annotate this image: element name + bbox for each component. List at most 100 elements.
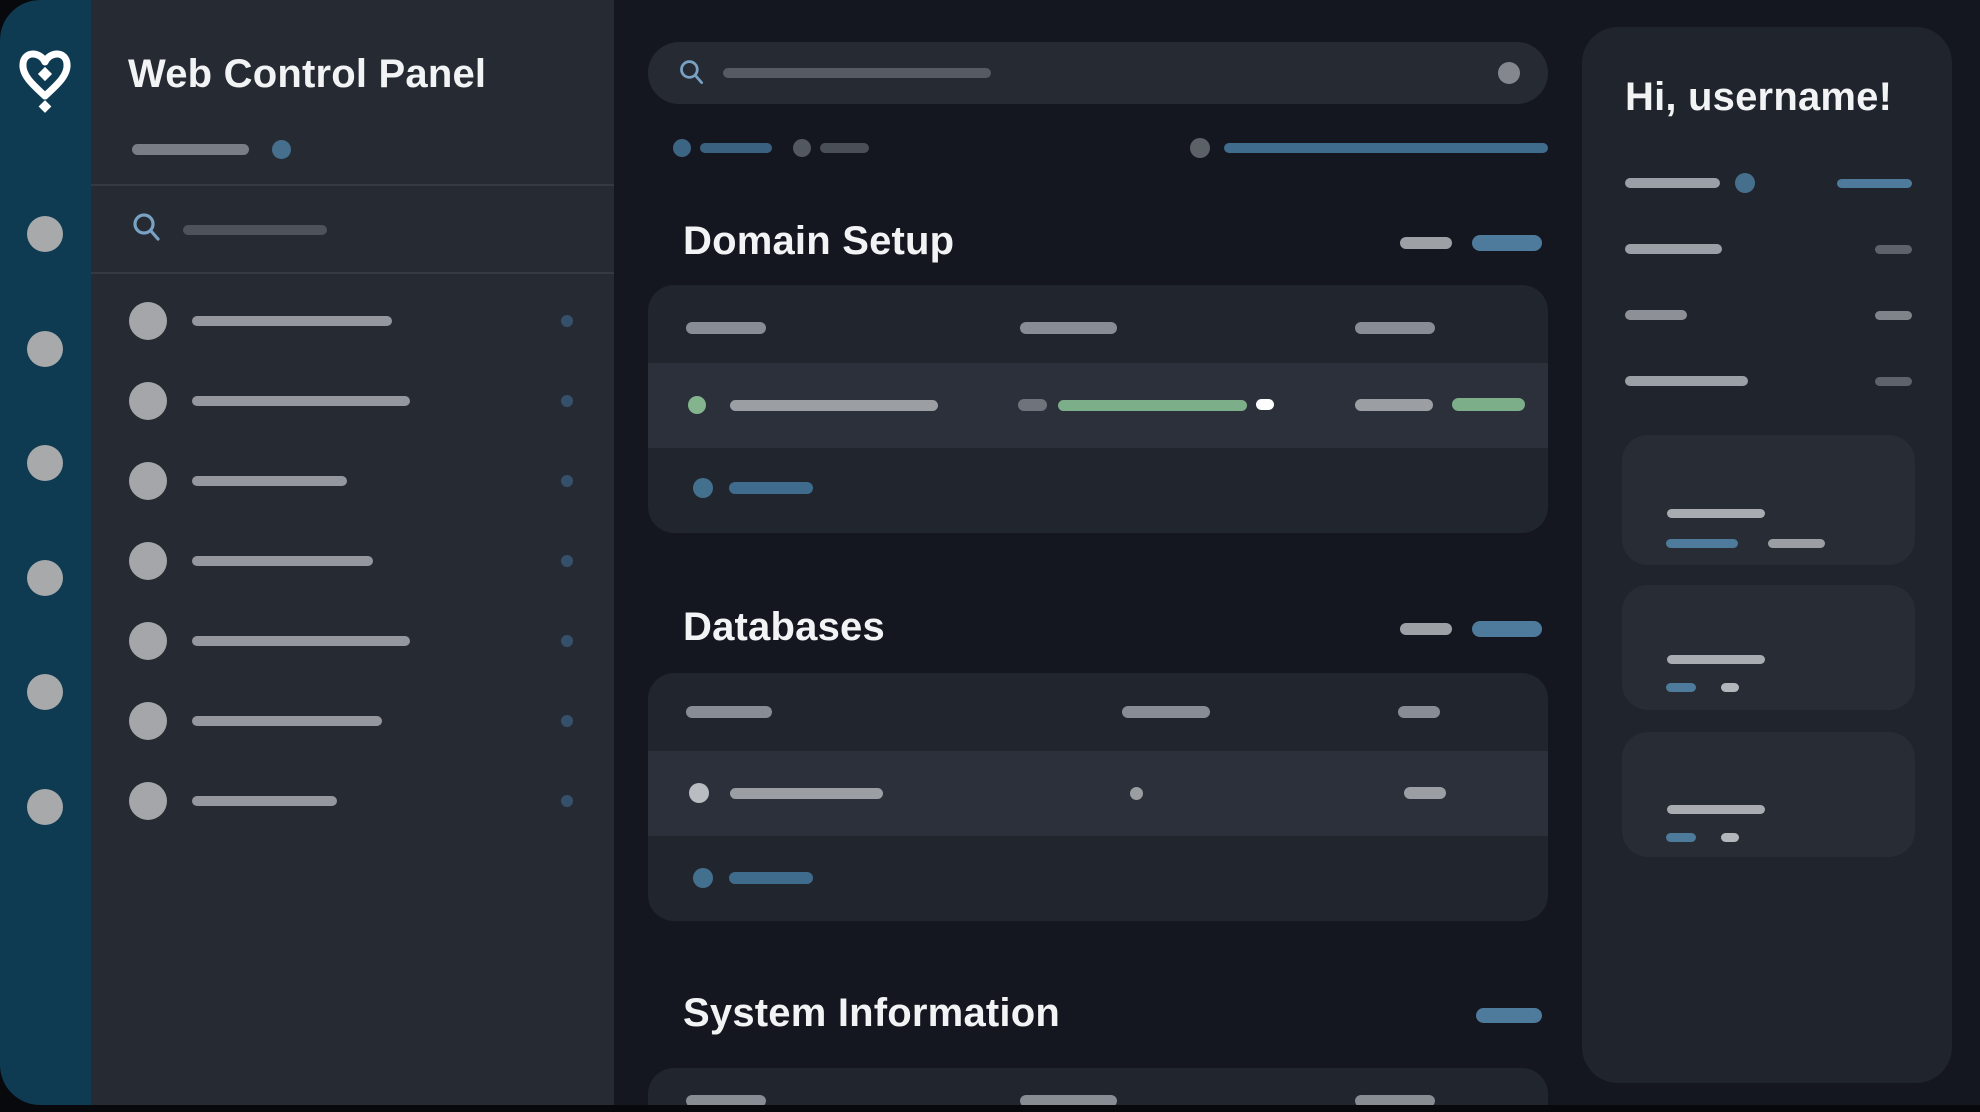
menu-item-status-dot [561,475,573,487]
sidebar-search-placeholder [183,225,327,235]
menu-item-icon [129,782,167,820]
add-domain-link[interactable] [648,448,1548,533]
rail-nav-item[interactable] [27,560,63,596]
databases-primary-button[interactable] [1472,621,1542,637]
sidebar-menu-item[interactable] [91,681,614,761]
sidebar-search[interactable] [131,212,431,248]
cell-placeholder [1404,787,1446,799]
table-row[interactable] [648,363,1548,448]
stat-card[interactable] [1622,732,1915,857]
cell-dot-placeholder [1130,787,1143,800]
info-label-placeholder [1625,310,1687,320]
stat-card[interactable] [1622,585,1915,710]
menu-item-label-placeholder [192,396,410,406]
menu-item-icon [129,302,167,340]
sidebar-menu-item[interactable] [91,361,614,441]
brand-logo-icon [17,46,73,116]
menu-item-status-dot [561,715,573,727]
breadcrumb-item[interactable] [820,143,869,153]
status-pill-green [1452,398,1525,411]
breadcrumb-item-icon[interactable] [793,139,811,157]
info-status-dot [1735,173,1755,193]
section-title-system-information: System Information [683,991,1060,1035]
databases-secondary-button[interactable] [1400,623,1452,635]
rail-nav-item[interactable] [27,445,63,481]
section-title-databases: Databases [683,605,885,649]
stat-link-placeholder[interactable] [1666,833,1696,842]
add-icon [693,478,713,498]
add-icon [693,868,713,888]
menu-item-icon [129,622,167,660]
info-label-placeholder [1625,376,1748,386]
rail-nav-item[interactable] [27,789,63,825]
menu-item-status-dot [561,395,573,407]
breadcrumb-item-icon[interactable] [673,139,691,157]
stat-value-placeholder [1768,539,1825,548]
user-panel: Hi, username! [1582,27,1952,1083]
sidebar-subtitle-placeholder [132,144,249,155]
menu-item-label-placeholder [192,316,392,326]
info-value-placeholder [1875,245,1912,254]
column-header-placeholder [1355,322,1435,334]
domain-setup-primary-button[interactable] [1472,235,1542,251]
sidebar: Web Control Panel [91,0,614,1105]
app-title: Web Control Panel [128,52,487,96]
column-header-placeholder [1122,706,1210,718]
column-header-placeholder [1398,706,1440,718]
domain-setup-secondary-button[interactable] [1400,237,1452,249]
menu-item-status-dot [561,555,573,567]
cell-placeholder [1355,399,1433,411]
sidebar-status-dot [272,140,291,159]
search-icon [680,60,704,85]
table-row[interactable] [648,751,1548,836]
menu-item-icon [129,462,167,500]
menu-item-icon [129,702,167,740]
sidebar-menu-item[interactable] [91,521,614,601]
menu-item-status-dot [561,635,573,647]
search-icon [133,213,160,241]
stat-card[interactable] [1622,435,1915,565]
add-database-link[interactable] [648,836,1548,921]
global-search-bar[interactable] [648,42,1548,104]
cell-placeholder [1018,399,1047,411]
section-title-domain-setup: Domain Setup [683,219,955,263]
rail-nav-item[interactable] [27,216,63,252]
system-information-primary-button[interactable] [1476,1008,1542,1023]
column-header-placeholder [1020,322,1117,334]
column-header-placeholder [686,706,772,718]
stat-link-placeholder[interactable] [1666,683,1696,692]
stat-title-placeholder [1667,655,1765,664]
cell-badge-white [1256,399,1274,410]
breadcrumb-item-active[interactable] [700,143,772,153]
system-information-table [648,1068,1548,1105]
databases-table [648,673,1548,921]
menu-item-label-placeholder [192,716,382,726]
menu-item-icon [129,382,167,420]
stat-link-placeholder[interactable] [1666,539,1738,548]
menu-item-status-dot [561,315,573,327]
stat-title-placeholder [1667,509,1765,518]
info-link-placeholder[interactable] [1837,179,1912,188]
search-placeholder [723,68,991,78]
rail-nav-item[interactable] [27,674,63,710]
column-header-placeholder [686,322,766,334]
stat-value-placeholder [1721,683,1739,692]
user-greeting: Hi, username! [1625,75,1893,119]
rail-nav-item[interactable] [27,331,63,367]
domain-name-placeholder [730,400,938,411]
info-label-placeholder [1625,178,1720,188]
add-link-label-placeholder [729,872,813,884]
sidebar-menu-item[interactable] [91,601,614,681]
sidebar-menu-item[interactable] [91,281,614,361]
menu-item-label-placeholder [192,476,347,486]
sidebar-menu-item[interactable] [91,761,614,841]
progress-indicator-bar [1224,143,1548,153]
stat-title-placeholder [1667,805,1765,814]
sidebar-menu-item[interactable] [91,441,614,521]
stat-value-placeholder [1721,833,1739,842]
search-action-button[interactable] [1498,62,1520,84]
ssl-status-bar [1058,400,1247,411]
column-header-placeholder [686,1095,766,1105]
menu-item-status-dot [561,795,573,807]
